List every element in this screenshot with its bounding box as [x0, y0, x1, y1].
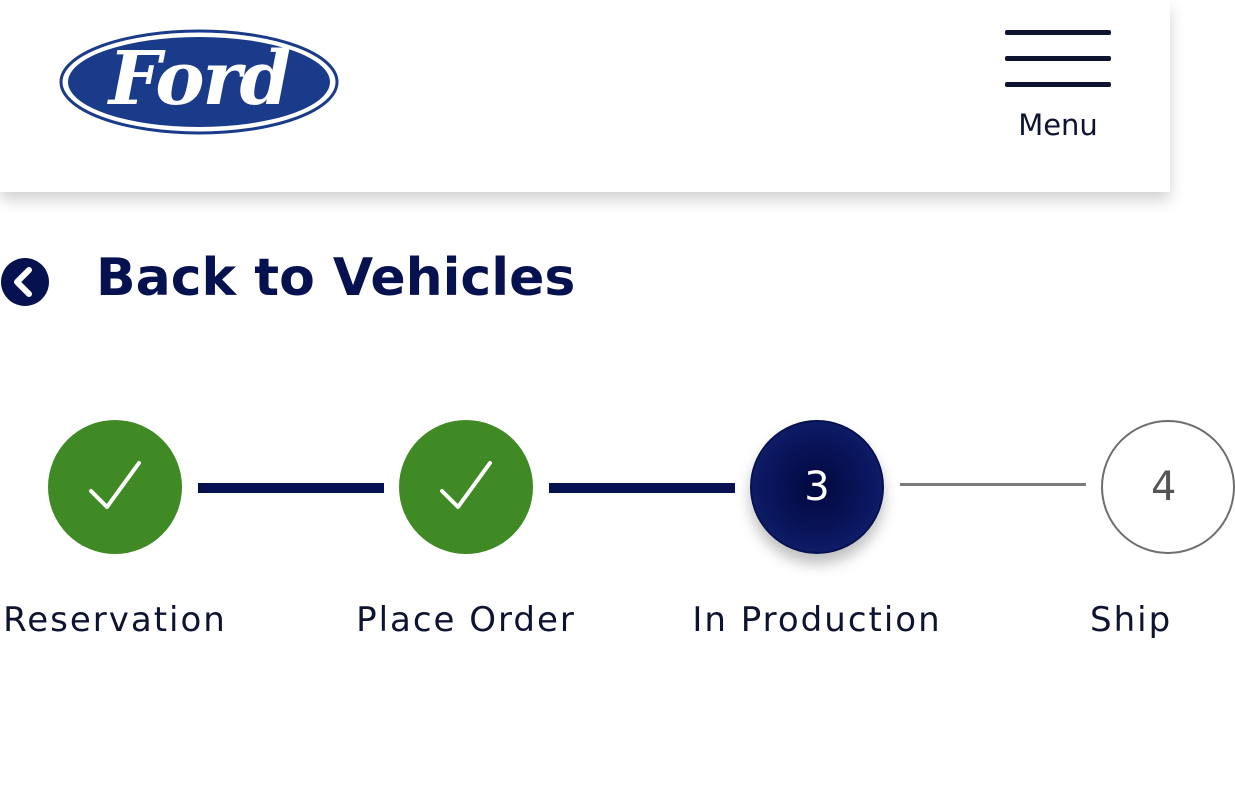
step-number: 4: [1151, 464, 1177, 510]
step-reservation[interactable]: Reservation: [0, 400, 275, 660]
chevron-left-circle-icon: [1, 258, 49, 306]
step-label: Place Order: [356, 600, 576, 640]
menu-label: Menu: [1018, 108, 1098, 142]
ford-logo-oval: [59, 29, 339, 135]
back-to-vehicles-label: Back to Vehicles: [96, 248, 576, 308]
step-connector-2-3: [549, 483, 735, 493]
order-progress-stepper: Reservation Place Order 3 In Production …: [0, 400, 1235, 660]
step-label: In Production: [692, 600, 942, 640]
step-circle-done: [399, 420, 533, 554]
ford-logo-text: Ford: [108, 36, 292, 122]
site-header: Ford Menu: [0, 0, 1170, 192]
step-circle-pending: 4: [1101, 420, 1235, 554]
step-connector-3-4: [900, 483, 1086, 486]
menu-button[interactable]: Menu: [990, 20, 1126, 156]
back-to-vehicles-link[interactable]: Back to Vehicles: [0, 246, 575, 316]
step-number: 3: [804, 464, 830, 510]
step-ship[interactable]: 4 Ship: [1008, 400, 1235, 660]
step-connector-1-2: [198, 483, 384, 493]
page: Ford Menu Back to Vehicles: [0, 0, 1235, 660]
ford-logo[interactable]: Ford: [59, 29, 339, 135]
step-place-order[interactable]: Place Order: [306, 400, 626, 660]
step-label: Reservation: [3, 600, 227, 640]
checkmark-icon: [440, 461, 492, 509]
hamburger-icon: [1005, 30, 1111, 87]
step-label: Ship: [1090, 600, 1173, 640]
checkmark-icon: [89, 461, 141, 509]
step-circle-done: [48, 420, 182, 554]
step-in-production[interactable]: 3 In Production: [657, 400, 977, 660]
step-circle-active: 3: [750, 420, 884, 554]
